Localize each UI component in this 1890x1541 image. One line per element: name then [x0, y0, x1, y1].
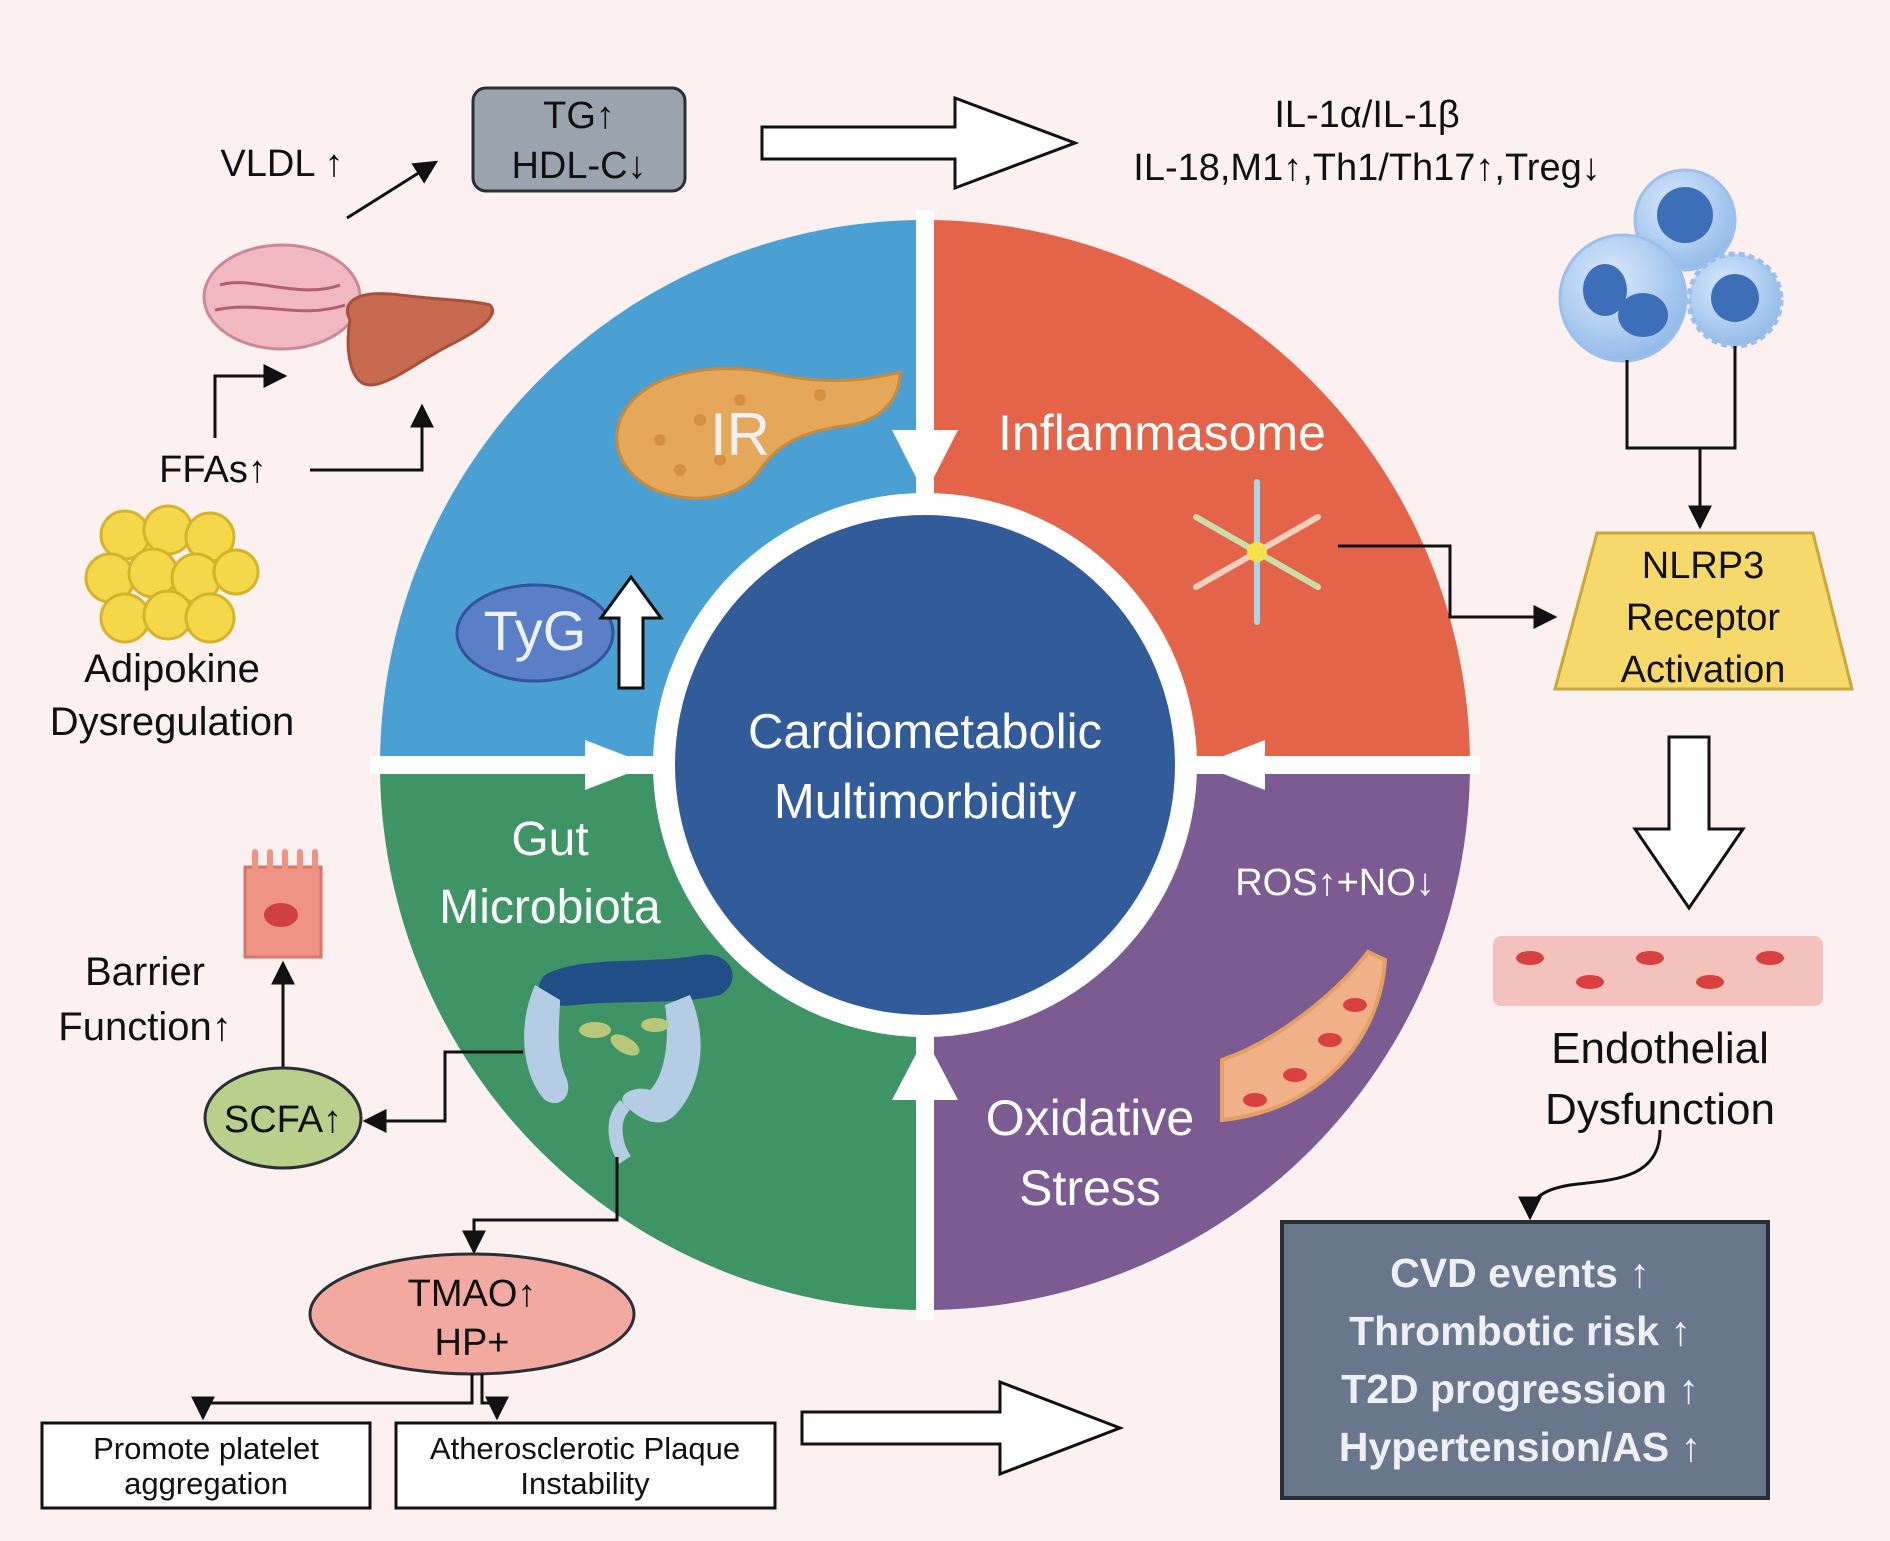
arrow-ffas-to-muscle — [213, 364, 288, 438]
tyg-label: TyG — [484, 599, 587, 662]
arrow-left-right — [1200, 740, 1468, 790]
platelet-box: Promote platelet aggregation — [40, 1421, 372, 1510]
gut-label-line1: Gut — [511, 813, 588, 866]
cytokines-line1: IL-1α/IL-1β — [1274, 94, 1459, 136]
barrier-line2: Function↑ — [58, 1005, 231, 1049]
outcomes-box: CVD events ↑ Thrombotic risk ↑ T2D progr… — [1280, 1220, 1770, 1500]
immune-cells-icon — [1558, 168, 1784, 363]
nlrp3-line2: Receptor — [1626, 597, 1781, 639]
blood-vessel-icon — [1220, 949, 1388, 1123]
inflammasome-structure-icon — [1193, 479, 1321, 625]
muscle-icon — [202, 243, 362, 351]
outcome-thrombotic: Thrombotic risk ↑ — [1349, 1308, 1691, 1354]
arrow-ffas-to-liver — [310, 403, 434, 472]
ros-no-label: ROS↑+NO↓ — [1235, 862, 1435, 904]
adipocytes-icon — [84, 504, 260, 644]
arrow-tmao-to-plaque — [480, 1374, 509, 1421]
outcome-cvd: CVD events ↑ — [1390, 1250, 1650, 1296]
arrow-endothelial-to-outcomes — [1518, 1129, 1662, 1221]
platelet-line1: Promote platelet — [93, 1431, 319, 1466]
center-circle — [675, 515, 1175, 1015]
tmao-line2: HP+ — [435, 1322, 510, 1364]
nlrp3-box: NLRP3 Receptor Activation — [1553, 531, 1854, 691]
ffas-label: FFAs↑ — [159, 449, 267, 491]
barrier-line1: Barrier — [85, 950, 205, 994]
hdl-label: HDL-C↓ — [511, 145, 646, 187]
epithelial-cell-icon — [243, 849, 323, 959]
outcome-hypertension: Hypertension/AS ↑ — [1339, 1424, 1701, 1470]
pancreas-icon — [615, 367, 902, 500]
nlrp3-line1: NLRP3 — [1642, 545, 1765, 587]
vldl-label: VLDL ↑ — [220, 143, 343, 185]
adipokine-line2: Dysregulation — [50, 700, 295, 744]
scfa-ellipse — [203, 1066, 363, 1170]
plaque-box: Atherosclerotic Plaque Instability — [394, 1421, 777, 1510]
tmao-line1: TMAO↑ — [408, 1273, 537, 1315]
wheel: Cardiometabolic Multimorbidity IR TyG In… — [370, 210, 1480, 1320]
arrow-down-top — [892, 222, 958, 495]
tg-label: TG↑ — [543, 95, 615, 137]
tyg-up-arrow — [598, 574, 664, 690]
endothelium-icon — [1493, 936, 1823, 1006]
intestine-icon — [524, 954, 733, 1164]
lipid-box: TG↑ HDL-C↓ — [471, 86, 687, 193]
plaque-line2: Instability — [520, 1466, 650, 1501]
arrow-vldl-to-lipids — [346, 160, 439, 220]
big-arrow-right-top — [760, 95, 1080, 191]
ir-label: IR — [710, 401, 770, 468]
center-label-line2: Multimorbidity — [774, 775, 1077, 829]
plaque-line1: Atherosclerotic Plaque — [430, 1431, 740, 1466]
tyg-ellipse — [455, 583, 615, 683]
scfa-label: SCFA↑ — [224, 1099, 342, 1141]
center-label-line1: Cardiometabolic — [748, 705, 1102, 759]
oxidative-label-line2: Stress — [1019, 1160, 1161, 1216]
cytokines-line2: IL-18,M1↑,Th1/Th17↑,Treg↓ — [1133, 147, 1600, 189]
platelet-line2: aggregation — [124, 1466, 288, 1501]
arrow-gut-to-scfa — [362, 1050, 523, 1133]
inflammasome-label: Inflammasome — [998, 405, 1326, 461]
big-arrow-down-right — [1632, 735, 1746, 911]
outcome-t2d: T2D progression ↑ — [1341, 1366, 1699, 1412]
arrow-gut-to-tmao — [462, 1157, 619, 1255]
connector-cell-left — [1625, 360, 1700, 450]
endothelial-line1: Endothelial — [1551, 1024, 1769, 1073]
arrow-up-bottom — [892, 1037, 958, 1308]
adipokine-line1: Adipokine — [84, 647, 260, 691]
connector-cell-right — [1700, 346, 1737, 450]
big-arrow-right-bottom — [800, 1379, 1125, 1477]
arrow-inflammasome-to-nlrp3 — [1338, 544, 1558, 629]
arrow-tmao-to-platelet — [191, 1374, 474, 1421]
liver-icon — [346, 292, 494, 387]
nlrp3-line3: Activation — [1621, 649, 1786, 691]
arrow-right-left — [382, 740, 650, 790]
gut-label-line2: Microbiota — [439, 881, 661, 934]
oxidative-label-line1: Oxidative — [986, 1090, 1194, 1146]
endothelial-line2: Dysfunction — [1545, 1085, 1775, 1134]
